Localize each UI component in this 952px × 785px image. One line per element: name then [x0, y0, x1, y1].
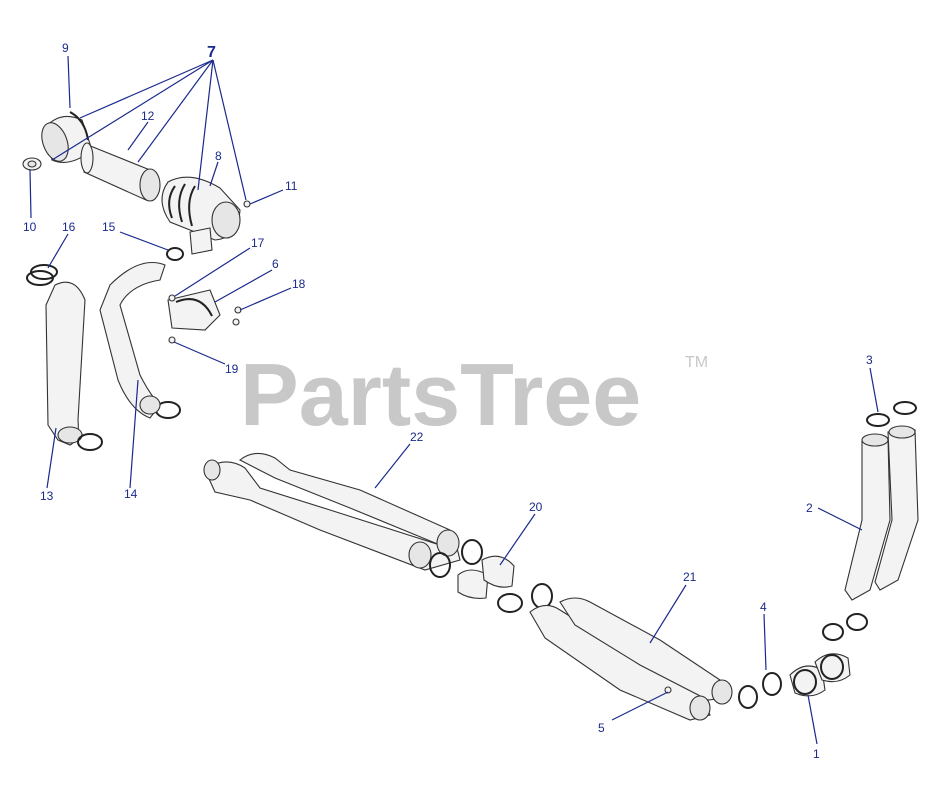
- part-10-valve[interactable]: [22, 157, 42, 171]
- part-2-stack-pipe[interactable]: [844, 425, 919, 601]
- callout-18[interactable]: 18: [292, 277, 306, 291]
- part-2-clamps[interactable]: [822, 613, 868, 641]
- callout-13[interactable]: 13: [40, 489, 54, 503]
- callout-6[interactable]: 6: [272, 257, 279, 271]
- watermark-tm: TM: [685, 354, 708, 371]
- callout-4[interactable]: 4: [760, 600, 767, 614]
- callout-10[interactable]: 10: [23, 220, 37, 234]
- callout-17[interactable]: 17: [251, 236, 265, 250]
- part-15-clamp[interactable]: [166, 247, 184, 261]
- callout-3[interactable]: 3: [866, 353, 873, 367]
- part-11-screw[interactable]: [243, 200, 251, 208]
- callout-12[interactable]: 12: [141, 109, 155, 123]
- part-6-bracket[interactable]: [167, 289, 221, 331]
- callout-11[interactable]: 11: [285, 179, 298, 193]
- callout-22[interactable]: 22: [410, 430, 424, 444]
- callout-16[interactable]: 16: [62, 220, 76, 234]
- callout-2[interactable]: 2: [806, 501, 813, 515]
- watermark-text: PartsTree: [240, 345, 641, 444]
- part-8-air-cleaner-housing[interactable]: [161, 176, 241, 255]
- callout-7[interactable]: 7: [207, 44, 216, 61]
- part-13-intake-hose[interactable]: [45, 281, 103, 451]
- part-9-end-cap[interactable]: [37, 111, 93, 165]
- callout-9[interactable]: 9: [62, 41, 69, 55]
- part-19-nut[interactable]: [168, 336, 176, 344]
- callout-14[interactable]: 14: [124, 487, 138, 501]
- callout-1[interactable]: 1: [813, 747, 820, 761]
- callout-20[interactable]: 20: [529, 500, 543, 514]
- leader-lines: [29, 55, 879, 745]
- callout-15[interactable]: 15: [102, 220, 116, 234]
- callout-8[interactable]: 8: [215, 149, 222, 163]
- part-1-coupler[interactable]: [789, 653, 851, 697]
- part-17-bolt[interactable]: [168, 294, 176, 302]
- part-3-clamps[interactable]: [866, 401, 917, 427]
- part-22-y-pipe[interactable]: [203, 452, 461, 571]
- part-20-couplers[interactable]: [429, 539, 553, 613]
- part-4-clamps[interactable]: [738, 672, 782, 709]
- watermark: PartsTree TM: [240, 345, 708, 444]
- part-18-bolt[interactable]: [232, 306, 242, 326]
- part-16-clamp[interactable]: [26, 264, 58, 286]
- part-12-filter[interactable]: [80, 142, 161, 202]
- callout-5[interactable]: 5: [598, 721, 605, 735]
- part-21-tail-pipe[interactable]: [529, 597, 733, 721]
- part-14-intake-hose[interactable]: [99, 261, 181, 419]
- part-5-screw[interactable]: [664, 686, 672, 694]
- callout-19[interactable]: 19: [225, 362, 239, 376]
- callout-21[interactable]: 21: [683, 570, 697, 584]
- callout-labels: 7 9 12 8 11 10 16 15 17 6 18 19 13 14 22…: [23, 41, 873, 761]
